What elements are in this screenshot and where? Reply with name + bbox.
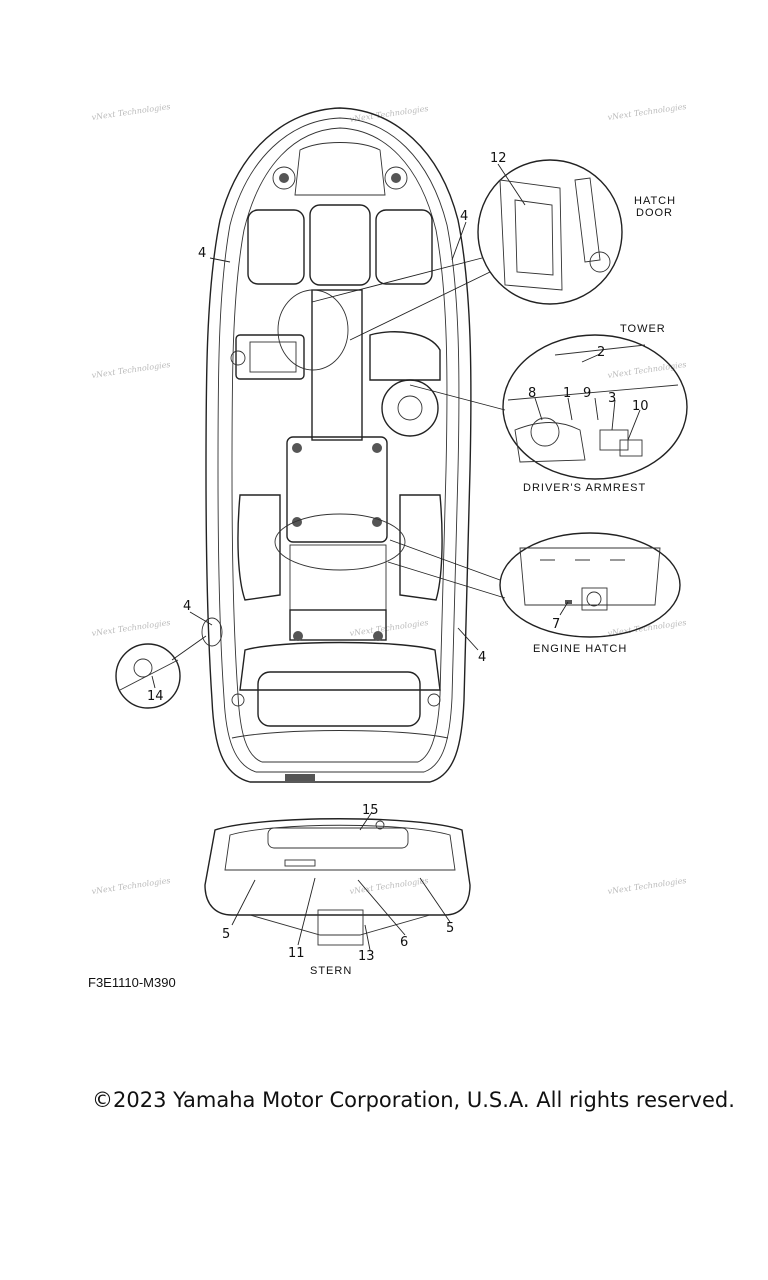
callout-10: 10	[632, 399, 649, 414]
watermark: vNext Technologies	[607, 876, 687, 896]
watermarks: vNext Technologies vNext Technologies vN…	[91, 102, 687, 896]
watermark: vNext Technologies	[91, 876, 171, 896]
watermark: vNext Technologies	[91, 618, 171, 638]
watermark: vNext Technologies	[607, 102, 687, 122]
callout-4: 4	[198, 246, 206, 261]
engine-hatch-detail	[387, 532, 681, 638]
callout-4: 4	[183, 599, 191, 614]
callout-5: 5	[222, 927, 230, 942]
hatch-door-detail	[311, 159, 623, 341]
caption-engine-hatch: ENGINE HATCH	[533, 643, 627, 655]
callout-15: 15	[362, 803, 379, 818]
boat-hull-top-view	[201, 107, 472, 783]
callout-13: 13	[358, 949, 375, 964]
callout-12: 12	[490, 151, 507, 166]
caption-drivers-armrest: DRIVER'S ARMREST	[523, 482, 646, 494]
watermark: vNext Technologies	[349, 876, 429, 896]
callout-4: 4	[478, 650, 486, 665]
callout-8: 8	[528, 386, 536, 401]
leader-lines	[151, 163, 641, 951]
watermark: vNext Technologies	[91, 360, 171, 380]
callout-9: 9	[583, 386, 591, 401]
caption-tower: TOWER	[620, 323, 666, 335]
callout-5: 5	[446, 921, 454, 936]
watermark: vNext Technologies	[91, 102, 171, 122]
callout-2: 2	[597, 345, 605, 360]
watermark: vNext Technologies	[607, 360, 687, 380]
callout-11: 11	[288, 946, 305, 961]
callout-1: 1	[563, 386, 571, 401]
callout-7: 7	[552, 617, 560, 632]
copyright-notice: ©2023 Yamaha Motor Corporation, U.S.A. A…	[92, 1088, 735, 1112]
caption-stern: STERN	[310, 965, 352, 977]
watermark: vNext Technologies	[349, 618, 429, 638]
caption-hatch-door: DOOR	[636, 207, 673, 219]
captions: HATCH DOOR TOWER DRIVER'S ARMREST ENGINE…	[310, 195, 676, 977]
callout-6: 6	[400, 935, 408, 950]
callouts: 4 4 12 2 8 1 9 3 10 7 4 4 14 15 5 5 6 11…	[147, 151, 649, 964]
callout-3: 3	[608, 391, 616, 406]
callout-14: 14	[147, 689, 164, 704]
caption-hatch-door: HATCH	[634, 195, 676, 207]
detail-14	[115, 635, 207, 709]
stern-view	[204, 818, 471, 946]
callout-4: 4	[460, 209, 468, 224]
drivers-armrest-detail	[409, 334, 688, 480]
diagram-code: F3E1110-M390	[88, 975, 176, 990]
